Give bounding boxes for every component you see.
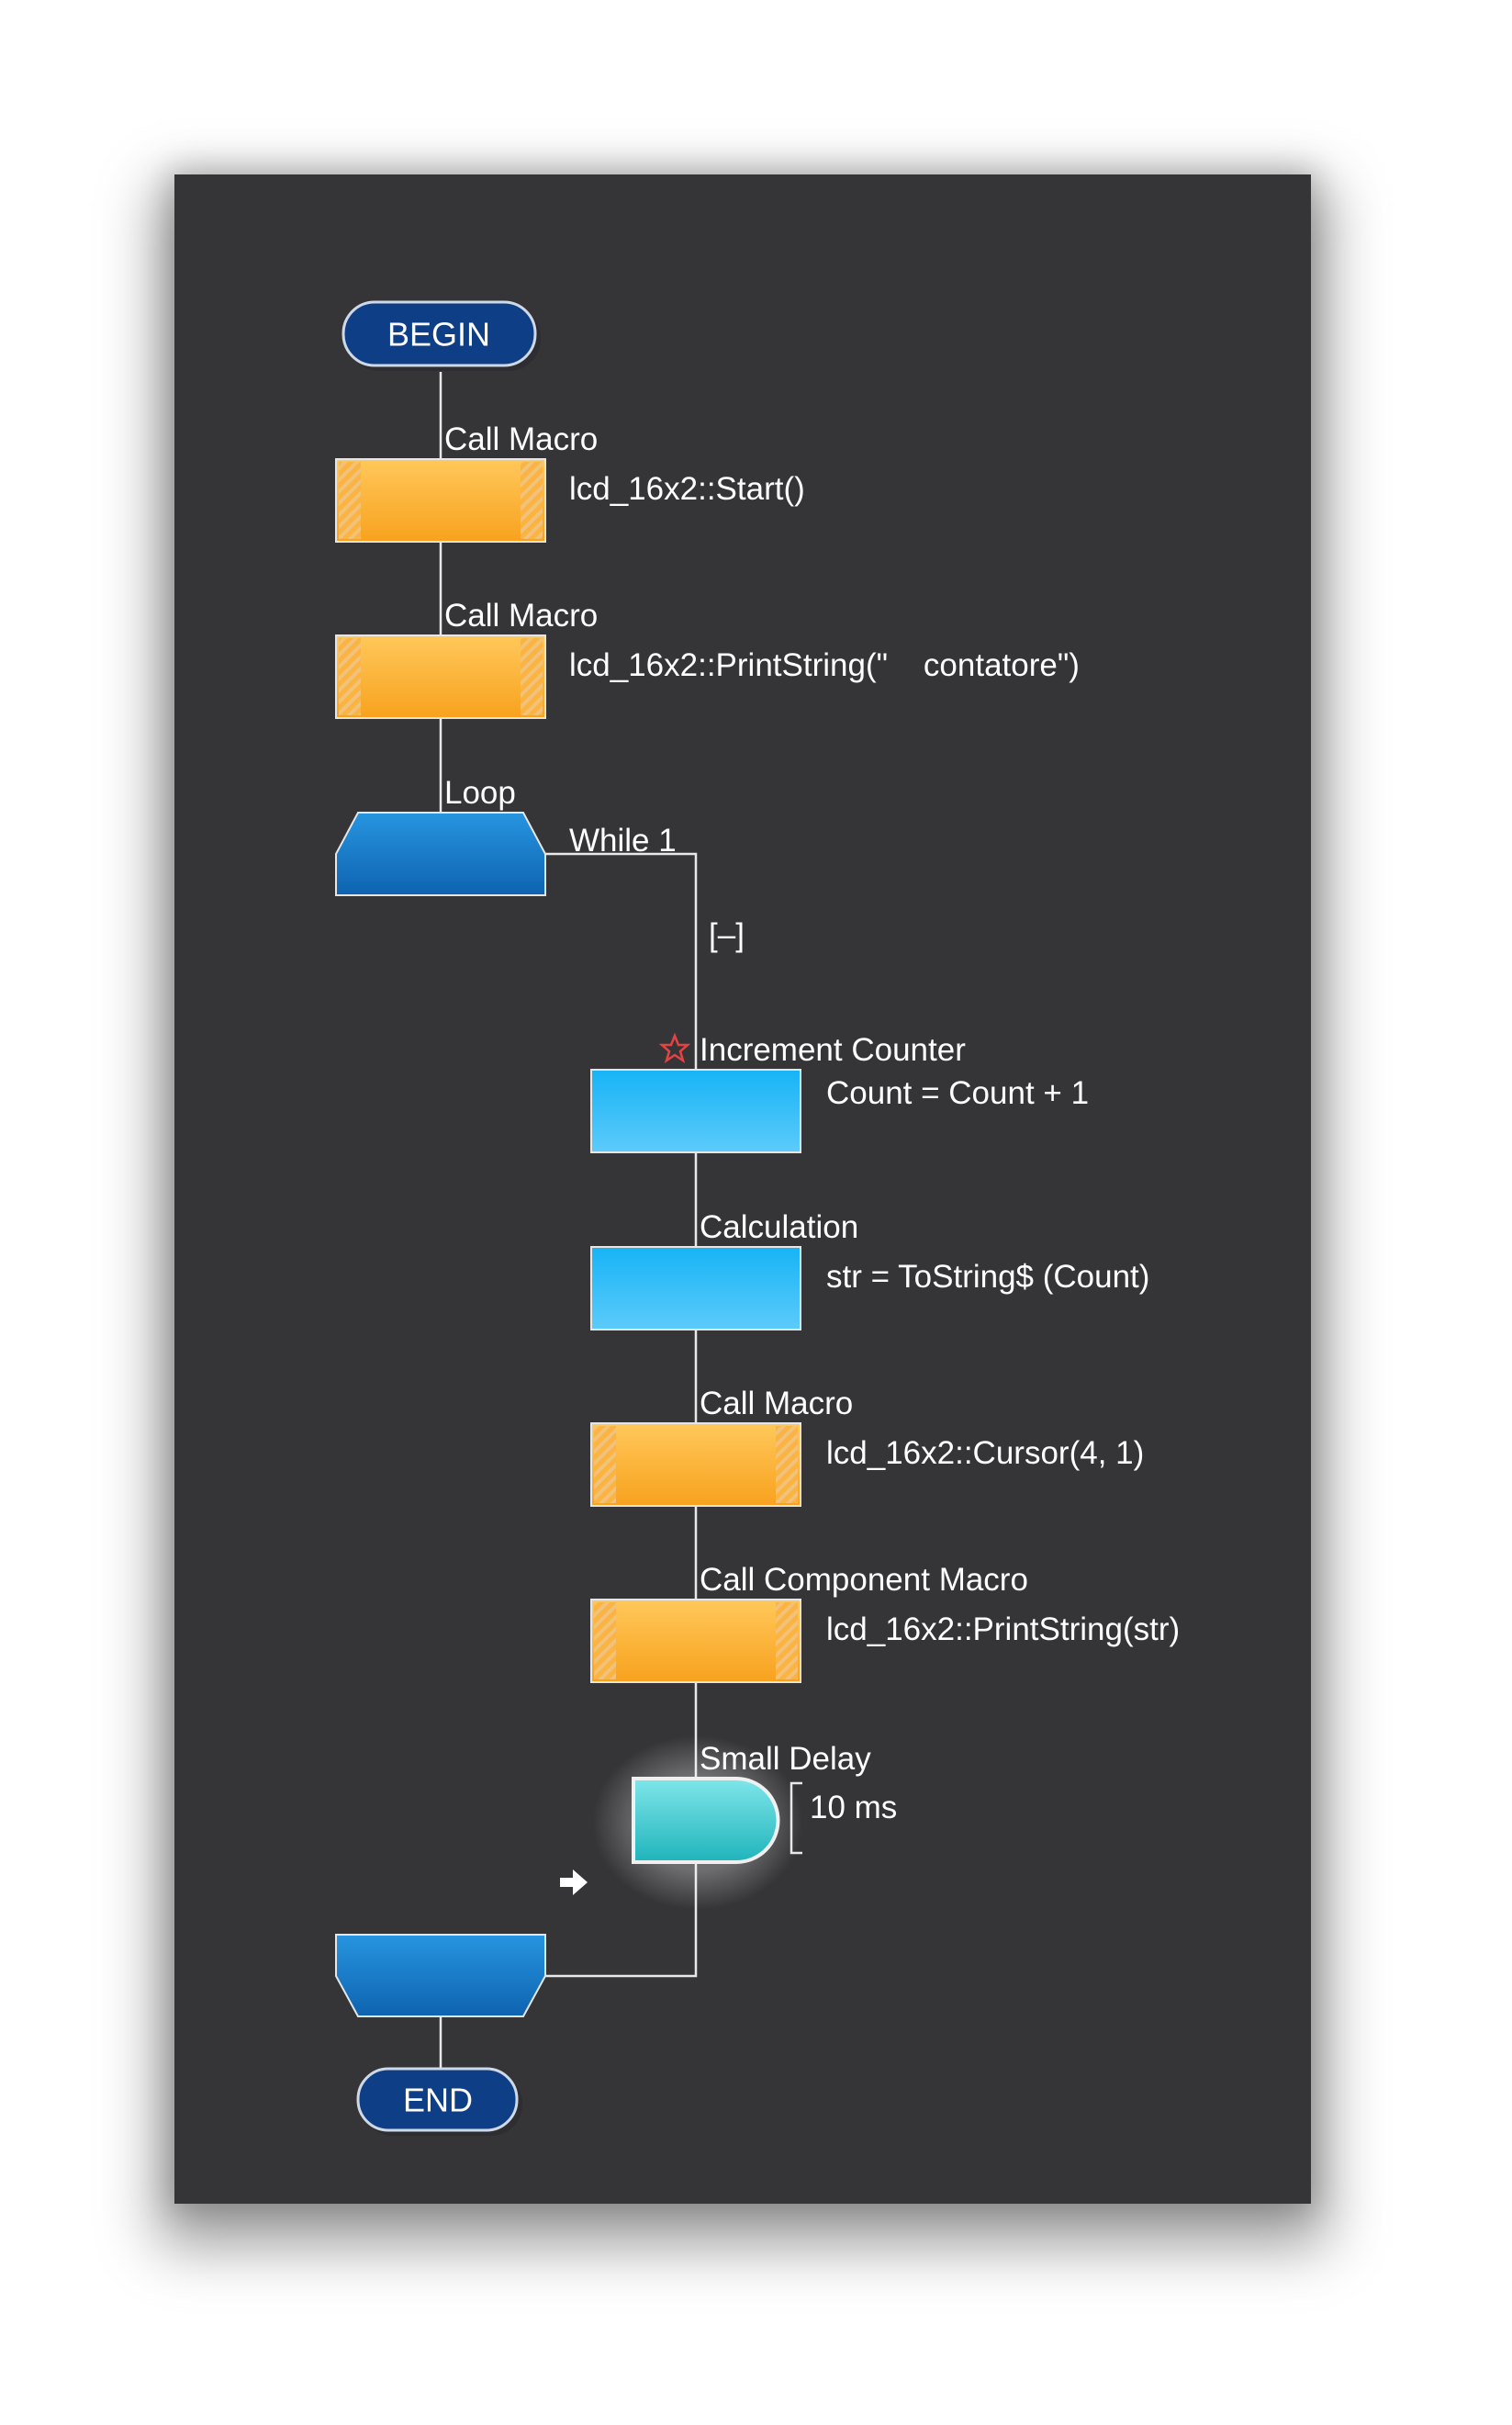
macro-print-title-expression: lcd_16x2::PrintString(" contatore") (569, 647, 1080, 683)
arrow-right-icon (560, 1869, 588, 1895)
delay-expression: 10 ms (810, 1790, 897, 1825)
macro-block-start[interactable]: Call Macro lcd_16x2::Start() (335, 421, 805, 543)
macro-print-str-expression: lcd_16x2::PrintString(str) (826, 1611, 1180, 1647)
macro-block-print-title[interactable]: Call Macro lcd_16x2::PrintString(" conta… (335, 598, 1080, 719)
delay-type-label: Small Delay (700, 1741, 871, 1777)
increment-type-label: Increment Counter (700, 1032, 966, 1068)
calculation-type-label: Calculation (700, 1209, 858, 1245)
end-label: END (403, 2082, 473, 2119)
connector-wires (439, 372, 698, 2069)
flowchart-diagram: BEGIN Call Macro lcd_16x2::Start() Call … (335, 300, 1180, 2136)
macro-start-type-label: Call Macro (444, 421, 598, 457)
macro-block-cursor[interactable]: Call Macro lcd_16x2::Cursor(4, 1) (590, 1386, 1144, 1507)
calculation-expression: str = ToString$ (Count) (826, 1259, 1149, 1295)
macro-print-title-type-label: Call Macro (444, 598, 598, 634)
macro-print-str-type-label: Call Component Macro (700, 1562, 1028, 1598)
loop-condition: While 1 (569, 823, 677, 859)
loop-collapse-toggle[interactable]: [–] (709, 917, 745, 953)
calc-block-increment[interactable]: Increment Counter Count = Count + 1 (590, 1032, 1089, 1153)
increment-expression: Count = Count + 1 (826, 1075, 1089, 1111)
macro-cursor-type-label: Call Macro (700, 1386, 853, 1421)
flowchart-canvas: BEGIN Call Macro lcd_16x2::Start() Call … (174, 174, 1311, 2204)
calc-block-tostring[interactable]: Calculation str = ToString$ (Count) (590, 1209, 1149, 1330)
macro-block-print-str[interactable]: Call Component Macro lcd_16x2::PrintStri… (590, 1562, 1180, 1683)
loop-end-block[interactable] (335, 1934, 546, 2017)
end-terminal[interactable]: END (356, 2067, 522, 2136)
loop-start-block[interactable]: Loop While 1 [–] (335, 775, 745, 953)
delay-block[interactable]: Small Delay 10 ms (592, 1735, 897, 1910)
macro-cursor-expression: lcd_16x2::Cursor(4, 1) (826, 1435, 1144, 1471)
loop-type-label: Loop (444, 775, 516, 811)
star-icon (658, 1032, 691, 1063)
macro-start-expression: lcd_16x2::Start() (569, 471, 805, 507)
begin-label: BEGIN (387, 316, 490, 354)
begin-terminal[interactable]: BEGIN (342, 300, 541, 371)
